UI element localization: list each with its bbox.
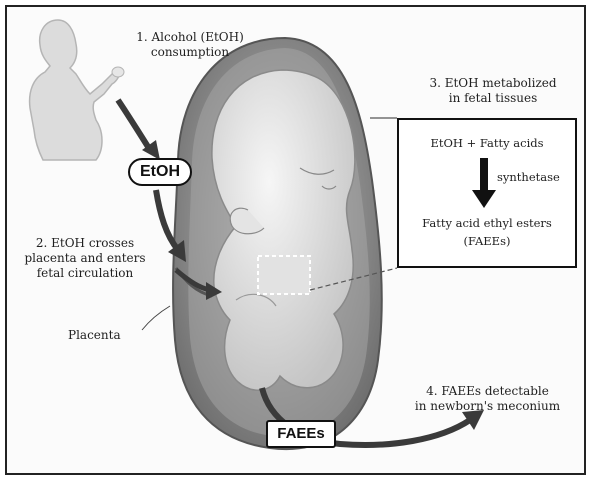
step1-label: 1. Alcohol (EtOH) consumption (120, 30, 260, 60)
etoh-pill: EtOH (128, 158, 192, 186)
faees-pill: FAEEs (266, 420, 336, 448)
step2-line1: 2. EtOH crosses (10, 236, 160, 251)
reaction-enzyme: synthetase (497, 170, 560, 184)
step2-line2: placenta and enters (10, 251, 160, 266)
step2-label: 2. EtOH crosses placenta and enters feta… (10, 236, 160, 281)
arrow-ingestion (118, 100, 150, 150)
fetal-tissue-highlight (258, 256, 310, 294)
step2-line3: fetal circulation (10, 266, 160, 281)
step4-label: 4. FAEEs detectable in newborn's meconiu… (400, 384, 575, 414)
placenta-pointer (142, 306, 170, 330)
fetus (212, 70, 355, 390)
step3-label: 3. EtOH metabolized in fetal tissues (408, 76, 578, 106)
placenta-label: Placenta (68, 328, 148, 343)
step3-line2: in fetal tissues (408, 91, 578, 106)
reaction-product-line1: Fatty acid ethyl esters (399, 216, 575, 230)
step4-line1: 4. FAEEs detectable (400, 384, 575, 399)
reaction-arrow (399, 154, 575, 214)
step1-line2: consumption (120, 45, 260, 60)
pregnant-woman-figure (30, 20, 124, 160)
step4-line2: in newborn's meconium (400, 399, 575, 414)
reaction-box: EtOH + Fatty acids synthetase Fatty acid… (397, 118, 577, 268)
reaction-reactants: EtOH + Fatty acids (399, 136, 575, 150)
step3-line1: 3. EtOH metabolized (408, 76, 578, 91)
reaction-product-line2: (FAEEs) (399, 234, 575, 248)
step1-line1: 1. Alcohol (EtOH) (120, 30, 260, 45)
